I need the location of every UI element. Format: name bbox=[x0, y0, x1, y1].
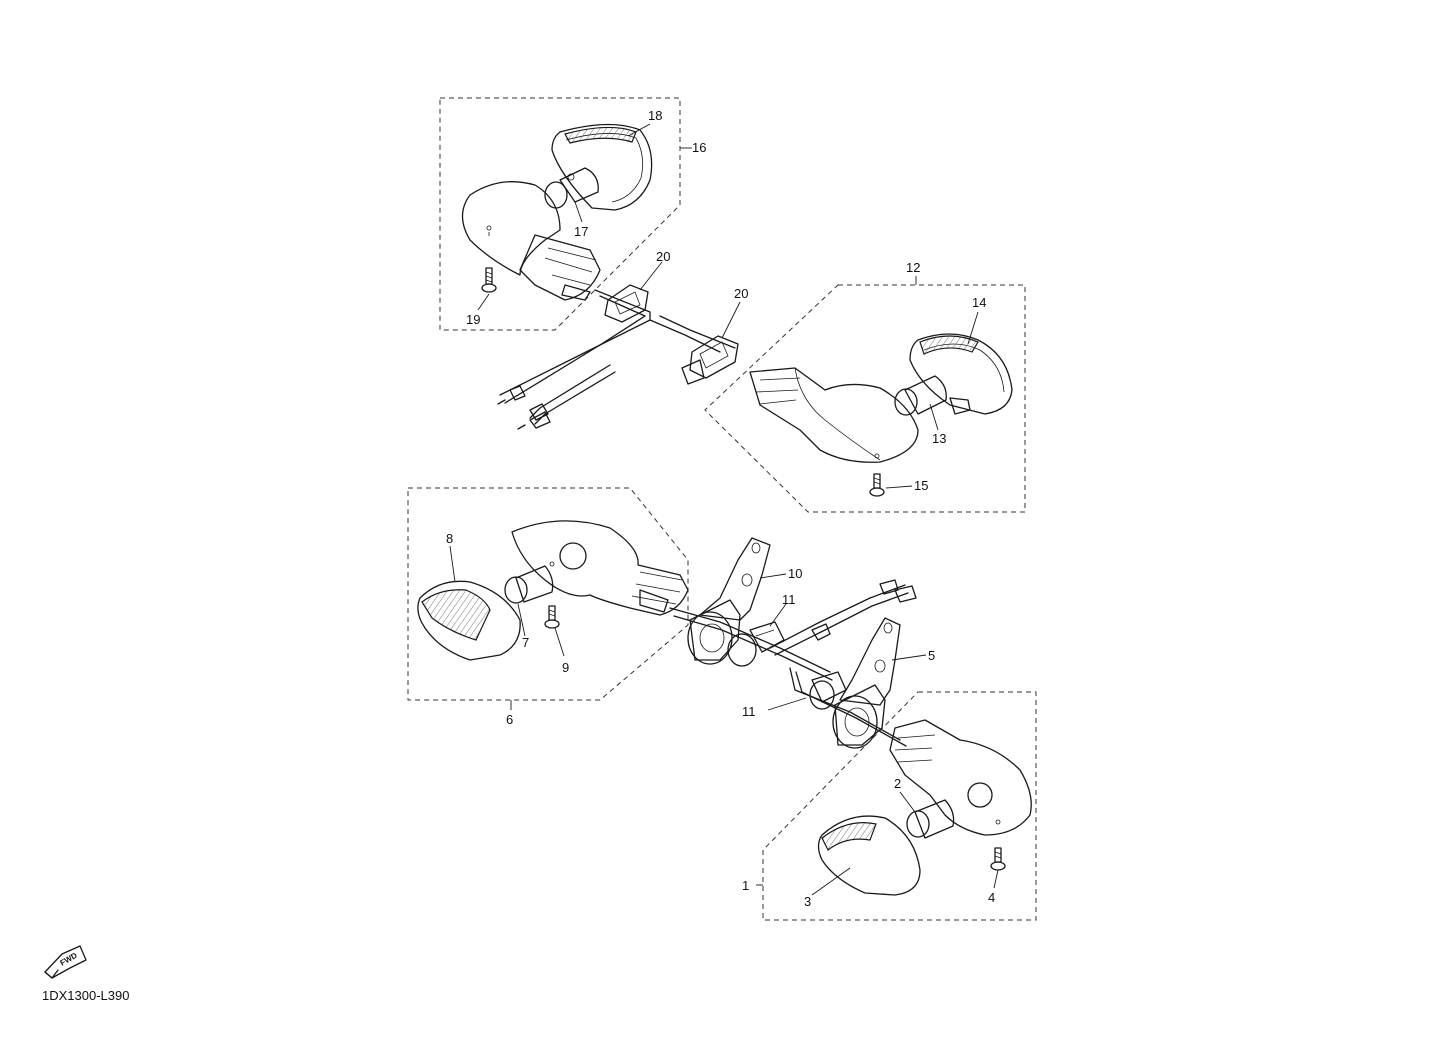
bulb-7 bbox=[504, 565, 554, 604]
callout-16: 16 bbox=[692, 140, 706, 155]
grommet-20-right bbox=[681, 301, 741, 385]
assembly-12-boundary bbox=[704, 284, 1026, 513]
callout-4: 4 bbox=[988, 890, 995, 905]
screw-15 bbox=[869, 453, 913, 497]
callout-20a: 20 bbox=[656, 249, 670, 264]
bracket-10 bbox=[687, 537, 787, 665]
assembly-16-boundary bbox=[439, 97, 681, 331]
assembly-1-group bbox=[756, 691, 1037, 921]
grommet-11-upper bbox=[727, 603, 787, 667]
fwd-arrow-icon: FWD bbox=[44, 945, 87, 979]
callout-9: 9 bbox=[562, 660, 569, 675]
callout-8: 8 bbox=[446, 531, 453, 546]
callout-11a: 11 bbox=[782, 592, 796, 607]
screw-9 bbox=[544, 561, 565, 657]
callout-14: 14 bbox=[972, 295, 986, 310]
diagram-code: 1DX1300-L390 bbox=[42, 988, 129, 1003]
callout-1: 1 bbox=[742, 878, 749, 893]
lens-8 bbox=[417, 580, 521, 661]
callout-5: 5 bbox=[928, 648, 935, 663]
callout-7: 7 bbox=[522, 635, 529, 650]
callout-3: 3 bbox=[804, 894, 811, 909]
callout-18: 18 bbox=[648, 108, 662, 123]
housing-12 bbox=[749, 367, 919, 463]
assembly-12-group bbox=[704, 276, 1026, 513]
assembly-6-boundary bbox=[407, 487, 689, 701]
lens-14 bbox=[909, 333, 1013, 415]
callout-17: 17 bbox=[574, 224, 588, 239]
callout-20b: 20 bbox=[734, 286, 748, 301]
screw-4 bbox=[990, 819, 1006, 889]
grommet-11-lower bbox=[767, 671, 847, 711]
lens-3 bbox=[811, 815, 921, 896]
callout-6: 6 bbox=[506, 712, 513, 727]
housing-1 bbox=[889, 719, 1032, 836]
lens-18 bbox=[551, 123, 653, 211]
grommet-20-left bbox=[604, 261, 663, 323]
wire-harness-upper bbox=[497, 289, 736, 430]
wire-harness-lower bbox=[669, 579, 917, 747]
callout-15: 15 bbox=[914, 478, 928, 493]
screw-19 bbox=[481, 225, 497, 293]
callout-2: 2 bbox=[894, 776, 901, 791]
callout-11b: 11 bbox=[742, 704, 756, 719]
housing-16 bbox=[461, 181, 601, 301]
bulb-2 bbox=[899, 791, 955, 839]
assembly-16-group bbox=[439, 97, 692, 331]
housing-6 bbox=[511, 520, 689, 616]
assembly-6-group bbox=[407, 487, 689, 710]
callout-13: 13 bbox=[932, 431, 946, 446]
callout-10: 10 bbox=[788, 566, 802, 581]
callout-19: 19 bbox=[466, 312, 480, 327]
callout-12: 12 bbox=[906, 260, 920, 275]
